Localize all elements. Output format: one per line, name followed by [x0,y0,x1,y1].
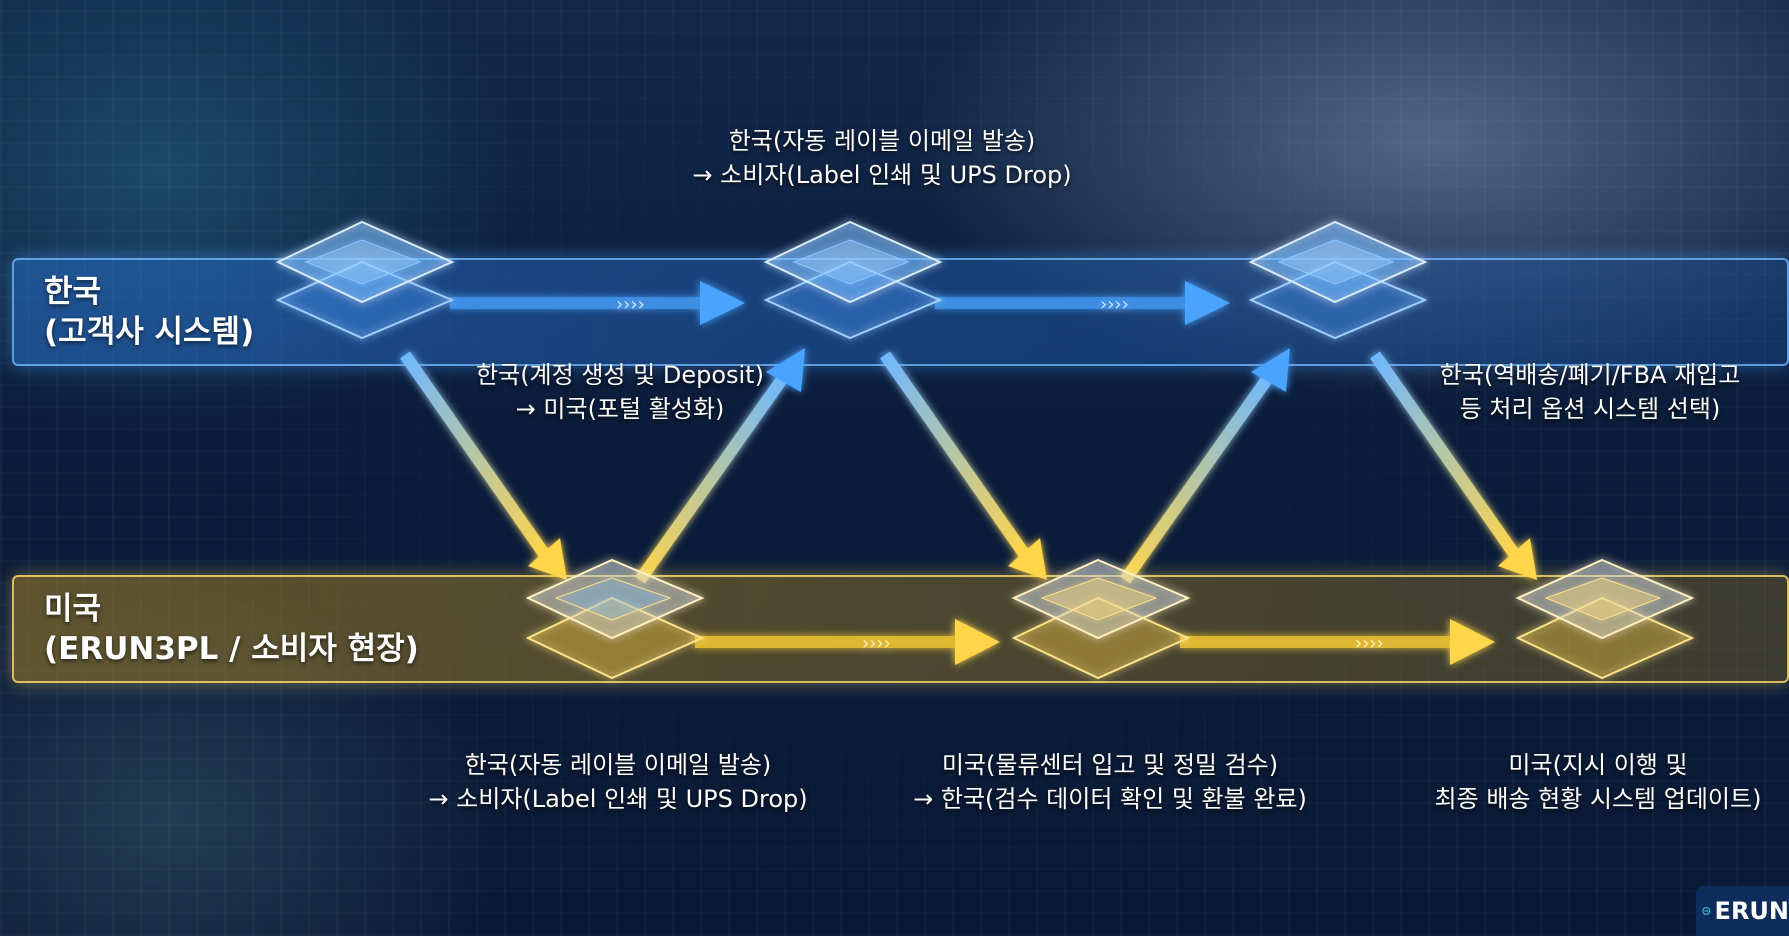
korea-lane-title-line1: 한국 [44,274,102,310]
label-bottom-center: 미국(물류센터 입고 및 정밀 검수) → 한국(검수 데이터 확인 및 환불 … [880,748,1340,816]
diag-down-2 [880,351,1047,580]
us-node-1 [525,558,705,680]
us-arrow-2: ›››› [1180,619,1495,665]
usa-lane [12,575,1789,683]
svg-text:››››: ›››› [1100,294,1129,315]
usa-lane-title-line2: (ERUN3PL / 소비자 현장) [44,631,419,667]
diag-up-1 [635,348,805,584]
label-kr-left-line1: 한국(계정 생성 및 Deposit) [476,361,764,389]
label-top-center: 한국(자동 레이블 이메일 발송) → 소비자(Label 인쇄 및 UPS D… [642,124,1122,192]
erun-logo: ERUN [1696,886,1789,936]
usa-lane-title-line1: 미국 [44,591,102,627]
svg-text:››››: ›››› [862,633,891,654]
label-bottom-right-line2: 최종 배송 현황 시스템 업데이트) [1434,785,1762,813]
label-kr-left-line2: → 미국(포털 활성화) [515,395,725,423]
kr-arrow-2: ›››› [935,281,1230,325]
us-arrow-1: ›››› [695,619,1000,665]
label-bottom-center-line2: → 한국(검수 데이터 확인 및 환불 완료) [913,785,1307,813]
kr-node-1 [275,220,455,340]
label-bottom-center-line1: 미국(물류센터 입고 및 정밀 검수) [941,751,1279,779]
diag-up-2 [1120,348,1290,584]
usa-lane-title: 미국 (ERUN3PL / 소비자 현장) [44,589,419,669]
kr-node-3 [1248,220,1428,340]
label-kr-right-line1: 한국(역배송/폐기/FBA 재입고 [1439,361,1741,389]
svg-text:››››: ›››› [616,294,645,315]
korea-lane-title-line2: (고객사 시스템) [44,314,255,350]
label-kr-left: 한국(계정 생성 및 Deposit) → 미국(포털 활성화) [430,358,810,426]
svg-text:››››: ›››› [1355,633,1384,654]
label-top-center-line1: 한국(자동 레이블 이메일 발송) [728,127,1036,155]
label-bottom-left-line2: → 소비자(Label 인쇄 및 UPS Drop) [428,785,808,813]
label-top-center-line2: → 소비자(Label 인쇄 및 UPS Drop) [692,161,1072,189]
label-bottom-left: 한국(자동 레이블 이메일 발송) → 소비자(Label 인쇄 및 UPS D… [408,748,828,816]
us-node-3 [1515,558,1695,680]
e-logo-icon [1702,907,1711,915]
kr-node-2 [763,220,943,340]
label-bottom-right: 미국(지시 이행 및 최종 배송 현황 시스템 업데이트) [1408,748,1788,816]
label-bottom-left-line1: 한국(자동 레이블 이메일 발송) [464,751,772,779]
korea-lane-title: 한국 (고객사 시스템) [44,272,254,352]
label-kr-right: 한국(역배송/폐기/FBA 재입고 등 처리 옵션 시스템 선택) [1420,358,1760,426]
logo-text: ERUN [1714,897,1789,925]
diag-down-1 [400,351,567,580]
label-bottom-right-line1: 미국(지시 이행 및 [1508,751,1688,779]
us-node-2 [1011,558,1191,680]
label-kr-right-line2: 등 처리 옵션 시스템 선택) [1459,395,1721,423]
kr-arrow-1: ›››› [450,281,745,325]
diag-down-3 [1370,351,1537,580]
